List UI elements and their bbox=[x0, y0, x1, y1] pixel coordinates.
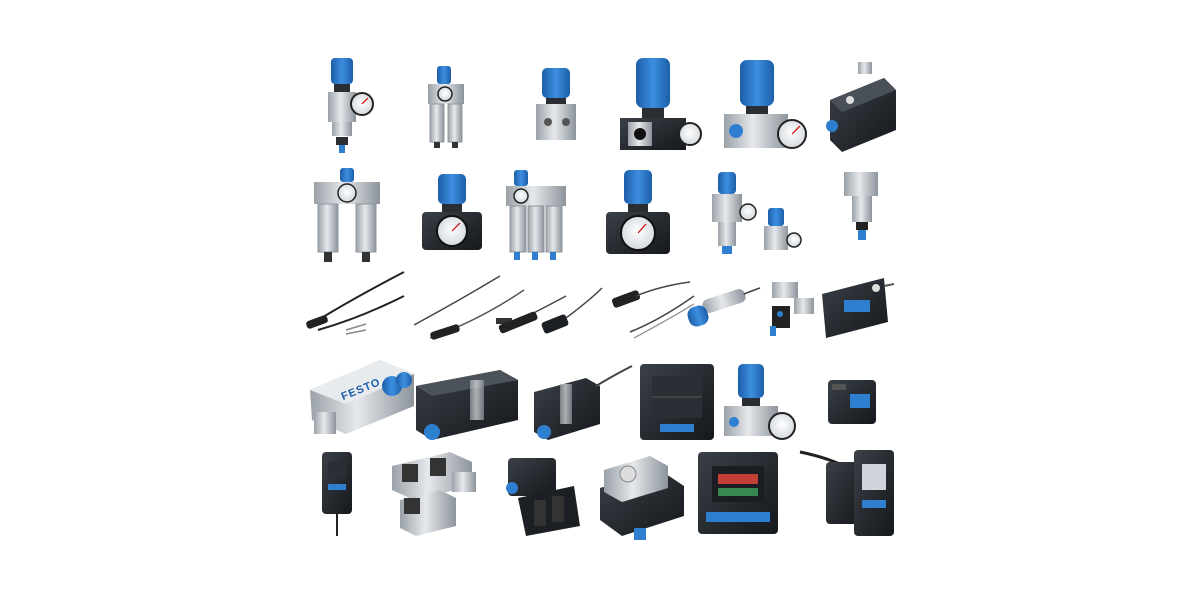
air-service-unit-2 bbox=[506, 170, 566, 260]
digital-pressure-controller bbox=[640, 364, 714, 440]
proximity-sensor-cable-1 bbox=[306, 271, 405, 335]
pressure-regulator-1 bbox=[328, 58, 374, 153]
solenoid-valve-set bbox=[392, 452, 476, 536]
pressure-switch-block-1 bbox=[416, 370, 518, 440]
filter-regulator-1 bbox=[428, 66, 464, 148]
pressure-sensor-display bbox=[322, 452, 352, 536]
photoelectric-sensor bbox=[822, 278, 895, 338]
quick-exhaust-valve bbox=[844, 172, 878, 240]
pressure-sensor-cube bbox=[828, 380, 876, 424]
air-service-unit-1 bbox=[314, 168, 380, 262]
pressure-regulator-4 bbox=[422, 174, 482, 250]
switch-with-bracket bbox=[506, 458, 580, 536]
proximity-sensor-cable-3 bbox=[611, 281, 695, 339]
optical-sensor-set bbox=[770, 282, 814, 336]
digital-controller-display bbox=[698, 452, 778, 534]
pressure-switch-block-2 bbox=[534, 365, 633, 440]
flow-control-valve bbox=[826, 62, 896, 152]
proximity-sensor-cable-2 bbox=[413, 275, 525, 340]
pressure-regulator-6 bbox=[724, 364, 796, 440]
compact-regulator bbox=[536, 68, 576, 140]
vacuum-generator-festo: FESTO bbox=[310, 360, 414, 434]
pressure-regulator-2 bbox=[620, 58, 702, 150]
cylinder-sensor bbox=[498, 287, 603, 334]
mini-regulator-pair bbox=[712, 172, 802, 254]
pressure-regulator-3 bbox=[724, 60, 807, 149]
panel-mount-pressure-switch bbox=[799, 450, 894, 536]
pressure-switch-mechanical bbox=[600, 456, 684, 540]
inductive-sensor bbox=[687, 287, 761, 327]
pressure-regulator-5 bbox=[606, 170, 670, 254]
